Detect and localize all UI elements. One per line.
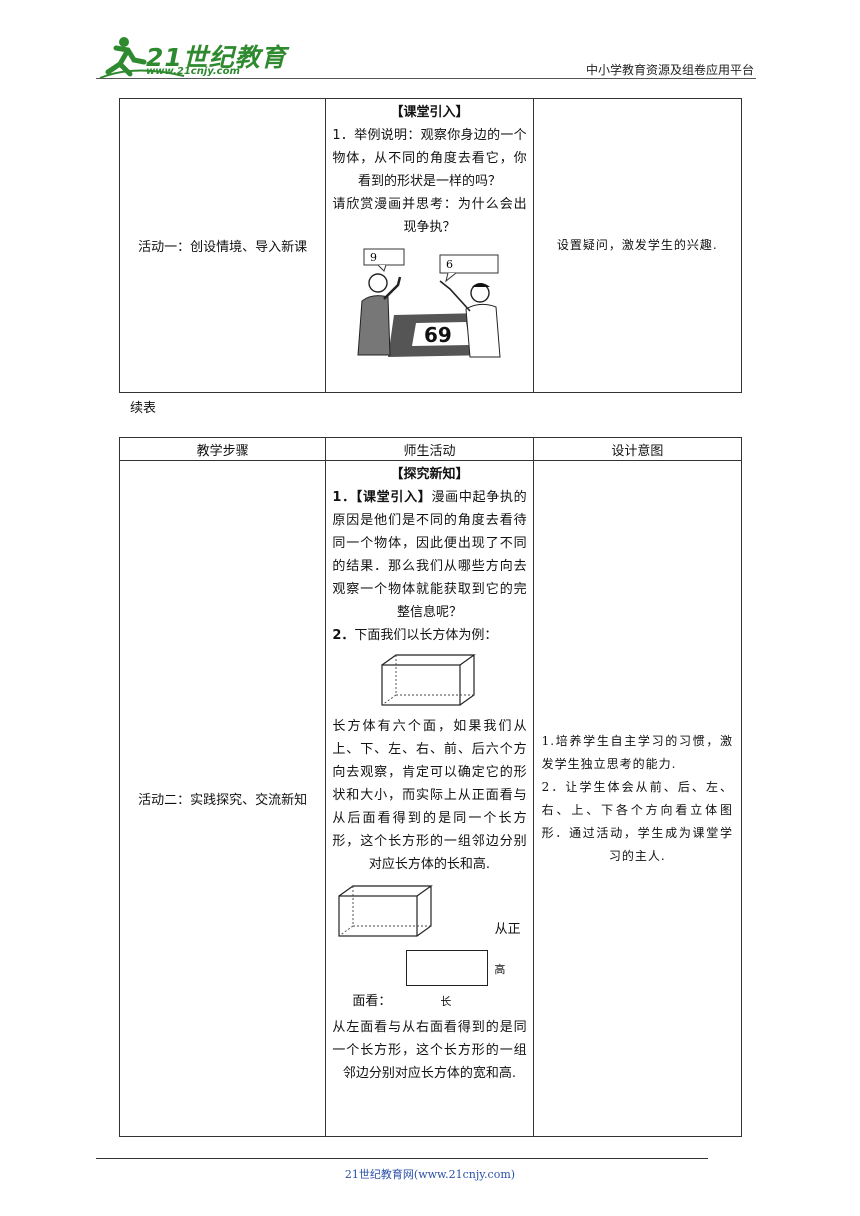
paragraph: 请欣赏漫画并思考：为什么会出现争执？: [332, 197, 527, 235]
length-label: 长: [440, 995, 452, 1008]
cuboid-figure: [381, 654, 477, 706]
bubble-right-text: 6: [446, 258, 453, 271]
card-text: 69: [424, 323, 452, 347]
height-label: 高: [494, 963, 506, 976]
paragraph: 从左面看与从右面看得到的是同一个长方形，这个长方形的一组邻边分别对应长方体的宽和…: [332, 1020, 527, 1081]
front-view-label: 面看：: [352, 994, 392, 1009]
lesson-table-2: 教学步骤 师生活动 设计意图 活动二：实践探究、交流新知 【探究新知】 1．【课…: [118, 437, 743, 1137]
item-tag: 【课堂引入】: [355, 490, 432, 505]
continued-label: 续表: [130, 401, 157, 416]
header-design-intent: 设计意图: [532, 437, 743, 461]
header-divider: [96, 78, 756, 79]
front-view-label: 从正: [494, 922, 521, 937]
cartoon-illustration: 9 6 69: [357, 248, 502, 358]
paragraph: 长方体有六个面，如果我们从上、下、左、右、前、后六个方向去观察，肯定可以确定它的…: [332, 719, 527, 872]
intent-cell: 1.培养学生自主学习的习惯，激发学生独立思考的能力. 2．让学生体会从前、后、左…: [532, 460, 743, 1137]
activity-content-cell: 【课堂引入】 1．举例说明：观察你身边的一个物体，从不同的角度去看它，你看到的形…: [325, 98, 534, 393]
cuboid-figure: [338, 885, 434, 937]
footer-text: 21世纪教育网(www.21cnjy.com): [344, 1168, 516, 1181]
footer-divider: [96, 1158, 708, 1159]
front-view-figure: 从正 高 面看： 长: [332, 880, 526, 1016]
intent-item: 2．让学生体会从前、后、左、右、上、下各个方向看立体图形．通过活动，学生成为课堂…: [541, 779, 733, 863]
platform-name: 中小学教育资源及组卷应用平台: [585, 63, 754, 77]
logo-url: www.21cnjy.com: [146, 66, 240, 77]
intent-cell: 设置疑问，激发学生的兴趣.: [532, 98, 743, 393]
paragraph: 1．【课堂引入】漫画中起争执的原因是他们是不同的角度去看待同一个物体，因此便出现…: [332, 486, 526, 624]
logo-text: 21世纪教育: [146, 43, 287, 72]
item-text: 下面我们以长方体为例：: [354, 628, 498, 643]
intent-item: 1.培养学生自主学习的习惯，激发学生独立思考的能力.: [541, 733, 733, 771]
header-activities: 师生活动: [325, 437, 534, 461]
activity-content-cell: 【探究新知】 1．【课堂引入】漫画中起争执的原因是他们是不同的角度去看待同一个物…: [325, 460, 534, 1137]
paragraph: 1．举例说明：观察你身边的一个物体，从不同的角度去看它，你看到的形状是一样的吗？: [332, 128, 527, 189]
paragraph: 2．下面我们以长方体为例：: [332, 624, 526, 647]
front-view-rectangle: [406, 950, 489, 986]
item-number: 2．: [332, 628, 355, 643]
item-text: 漫画中起争执的原因是他们是不同的角度去看待同一个物体，因此便出现了不同的结果．那…: [332, 490, 527, 620]
activity-cell: 活动一：创设情境、导入新课: [118, 98, 327, 393]
lesson-table-1: 活动一：创设情境、导入新课 【课堂引入】 1．举例说明：观察你身边的一个物体，从…: [118, 98, 743, 393]
activity-cell: 活动二：实践探究、交流新知: [118, 460, 327, 1137]
header-teaching-steps: 教学步骤: [118, 437, 327, 461]
section-title: 【探究新知】: [390, 467, 469, 482]
bubble-left-text: 9: [370, 251, 377, 264]
item-number: 1．: [332, 490, 356, 505]
section-title: 【课堂引入】: [390, 105, 469, 120]
runner-logo-icon: [99, 37, 185, 79]
